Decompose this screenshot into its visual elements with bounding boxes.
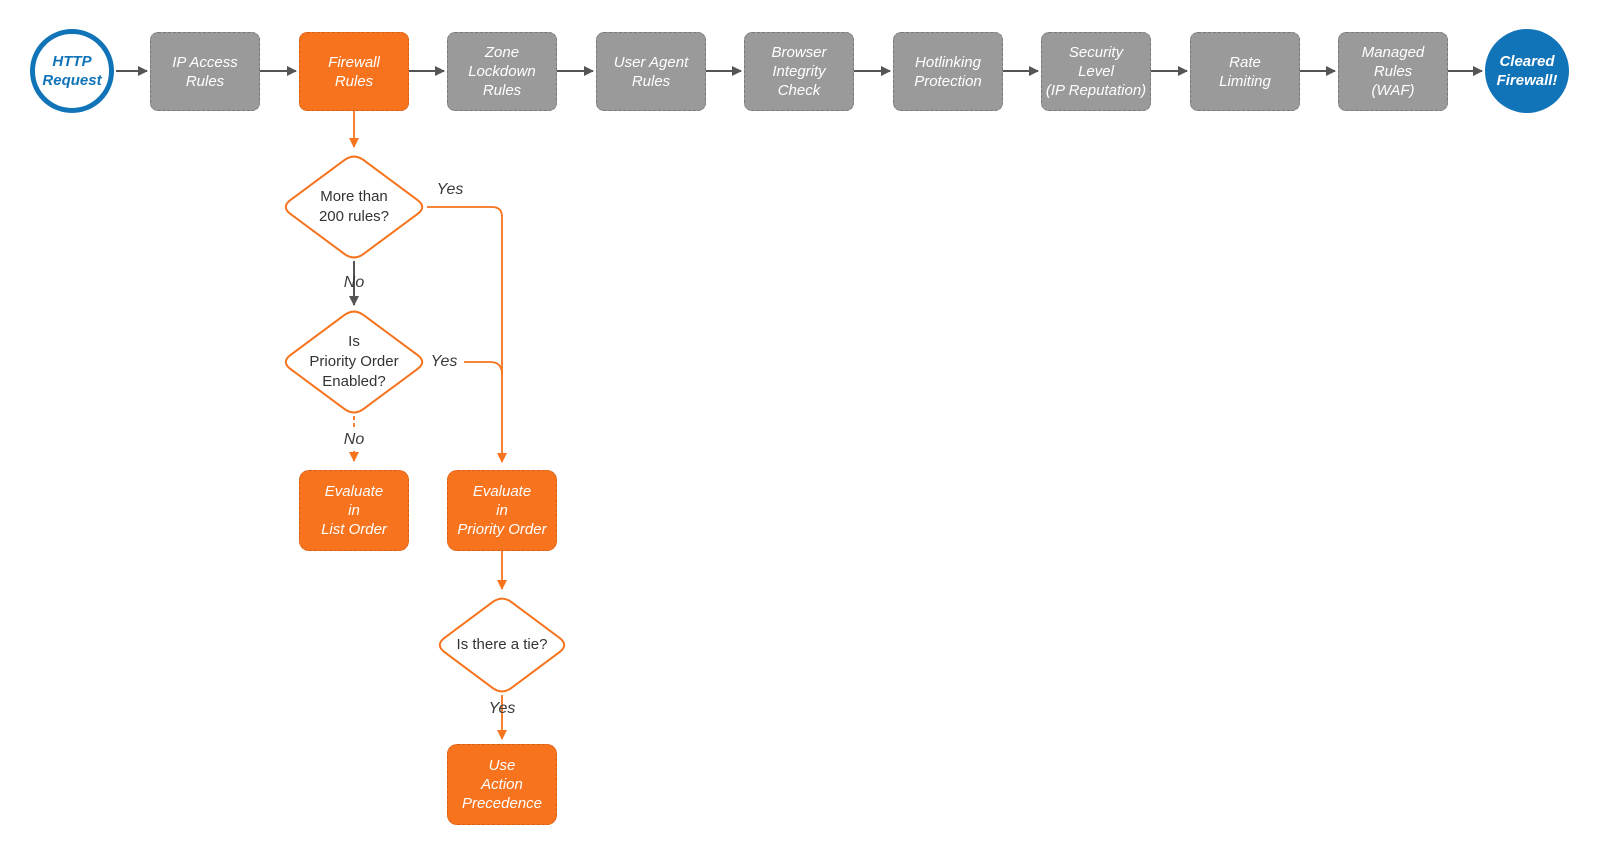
decision-priority-order-enabled: Is Priority Order Enabled?	[281, 322, 427, 402]
start-node-label: HTTP Request	[42, 53, 102, 89]
action-evaluate-list-order: Evaluate in List Order	[299, 470, 409, 551]
stage-label: Security Level (IP Reputation)	[1045, 44, 1147, 99]
stage-label: Browser Integrity Check	[771, 44, 827, 99]
stage-user-agent-rules: User Agent Rules	[596, 32, 706, 111]
stage-firewall-rules: Firewall Rules	[299, 32, 409, 111]
decision-priority-order-enabled-shape	[284, 310, 424, 414]
stage-label: Rate Limiting	[1219, 53, 1271, 90]
edge-label-yes-2: Yes	[424, 352, 464, 372]
line-yes-decision1	[427, 206, 507, 463]
stage-security-level: Security Level (IP Reputation)	[1041, 32, 1151, 111]
decision-is-there-a-tie: Is there a tie?	[435, 605, 569, 685]
action-label: Evaluate in Priority Order	[457, 483, 547, 538]
decision-label: More than 200 rules?	[318, 188, 390, 225]
stage-label: Firewall Rules	[328, 53, 380, 90]
decision-more-than-200-rules: More than 200 rules?	[281, 167, 427, 247]
action-label: Use Action Precedence	[461, 757, 543, 812]
action-evaluate-priority-order: Evaluate in Priority Order	[447, 470, 557, 551]
stage-label: Managed Rules (WAF)	[1361, 44, 1425, 99]
edge-label-yes-1: Yes	[436, 181, 464, 198]
edge-label-no-1: No	[343, 274, 365, 291]
decision-more-than-200-rules-shape	[284, 155, 424, 259]
end-node-cleared-firewall: Cleared Firewall!	[1485, 29, 1569, 113]
stage-rate-limiting: Rate Limiting	[1190, 32, 1300, 111]
edge-label-no-2: No	[334, 430, 374, 450]
line-yes-decision2	[427, 361, 503, 375]
stage-hotlinking-protection: Hotlinking Protection	[893, 32, 1003, 111]
stage-label: Hotlinking Protection	[914, 53, 982, 90]
decision-is-there-a-tie-shape	[438, 597, 566, 693]
stage-label: IP Access Rules	[172, 53, 238, 90]
start-node-http-request: HTTP Request	[30, 29, 114, 113]
action-use-action-precedence: Use Action Precedence	[447, 744, 557, 825]
stage-ip-access-rules: IP Access Rules	[150, 32, 260, 111]
stage-label: Zone Lockdown Rules	[468, 44, 536, 99]
decision-label: Is there a tie?	[456, 636, 548, 653]
stage-zone-lockdown-rules: Zone Lockdown Rules	[447, 32, 557, 111]
action-label: Evaluate in List Order	[321, 483, 387, 538]
stage-managed-rules-waf: Managed Rules (WAF)	[1338, 32, 1448, 111]
edge-label-yes-3: Yes	[488, 700, 516, 717]
end-node-label: Cleared Firewall!	[1496, 53, 1558, 89]
decision-label: Is Priority Order Enabled?	[309, 333, 399, 390]
stage-browser-integrity-check: Browser Integrity Check	[744, 32, 854, 111]
stage-label: User Agent Rules	[613, 53, 689, 90]
